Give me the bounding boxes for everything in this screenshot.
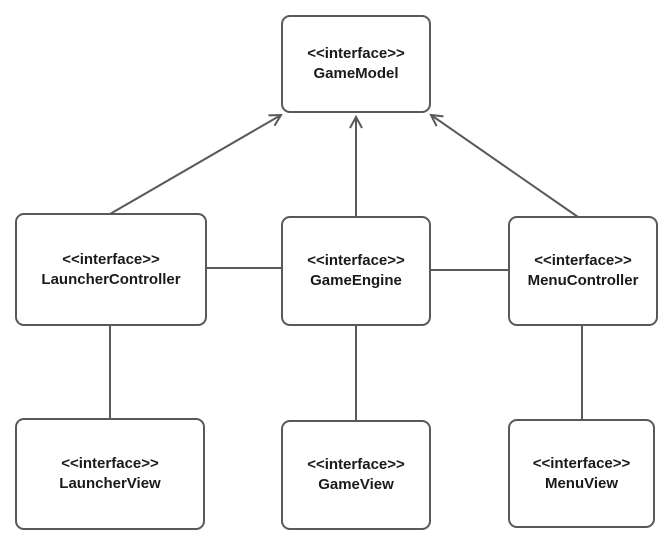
- node-launchercontroller-name: LauncherController: [41, 270, 181, 288]
- node-launcherview: <<interface>> LauncherView: [15, 418, 205, 530]
- node-gameengine: <<interface>> GameEngine: [281, 216, 431, 326]
- node-menucontroller: <<interface>> MenuController: [508, 216, 658, 326]
- node-menuview-name: MenuView: [544, 474, 619, 492]
- node-launcherview-name: LauncherView: [59, 475, 161, 492]
- node-gameview-name: GameView: [318, 476, 394, 493]
- edge-launchercontroller-gamemodel: [109, 113, 283, 215]
- node-gameview: <<interface>> GameView: [281, 420, 431, 530]
- node-menucontroller-name: MenuController: [527, 272, 639, 289]
- node-gamemodel-name: GameModel: [313, 65, 399, 82]
- node-gameengine-name: GameEngine: [310, 272, 402, 289]
- node-launchercontroller: <<interface>> LauncherController: [15, 213, 207, 326]
- node-launcherview-stereotype: <<interface>>: [61, 455, 159, 472]
- node-menuview-stereotype: <<interface>>: [532, 454, 631, 472]
- node-launchercontroller-stereotype: <<interface>>: [62, 250, 160, 268]
- node-menucontroller-stereotype: <<interface>>: [534, 252, 632, 269]
- node-gamemodel: <<interface>> GameModel: [281, 15, 431, 113]
- node-menuview: <<interface>> MenuView: [508, 419, 655, 528]
- node-gamemodel-stereotype: <<interface>>: [307, 45, 405, 62]
- edge-menucontroller-gamemodel: [429, 113, 579, 218]
- node-gameengine-stereotype: <<interface>>: [307, 252, 405, 269]
- node-gameview-stereotype: <<interface>>: [307, 456, 405, 473]
